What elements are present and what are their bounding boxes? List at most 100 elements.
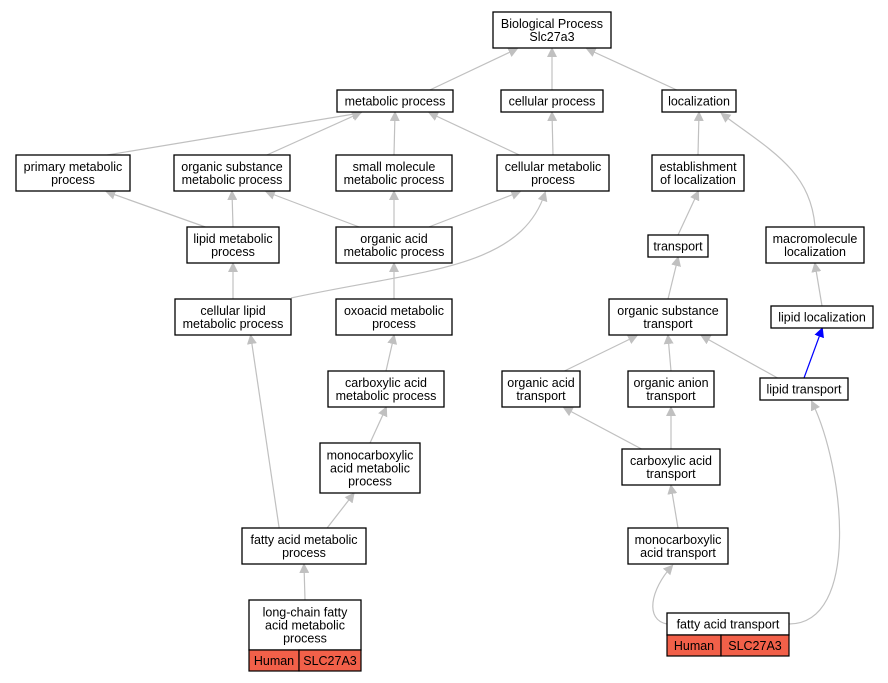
- node-box: [627, 527, 729, 565]
- node-box: [186, 226, 280, 264]
- node-box: [335, 226, 453, 264]
- node-label: lipid metabolic: [193, 232, 272, 246]
- node-label: acid transport: [640, 546, 716, 560]
- node-transport[interactable]: transport: [647, 234, 709, 258]
- node-label: cellular metabolic: [505, 160, 602, 174]
- node-label: long-chain fatty: [263, 606, 349, 620]
- node-label: metabolic process: [182, 173, 283, 187]
- edge-carbmet-to-oxoacid: [385, 334, 398, 372]
- node-box: [335, 154, 453, 192]
- node-box: [770, 305, 874, 329]
- node-label: lipid localization: [778, 311, 866, 325]
- node-box: [327, 370, 445, 408]
- edge-lipidmet-to-orgsub: [227, 190, 238, 228]
- edge-metabolic-to-bp: [429, 47, 519, 91]
- node-label: metabolic process: [336, 389, 437, 403]
- node-cellular[interactable]: cellular process: [500, 89, 604, 113]
- node-metabolic[interactable]: metabolic process: [336, 89, 454, 113]
- node-label: monocarboxylic: [635, 533, 722, 547]
- edge-lipidmet-to-primary: [105, 189, 206, 228]
- edge-celllipid-to-cellmet: [290, 191, 548, 299]
- node-lipidtrans[interactable]: lipid transport: [759, 377, 849, 401]
- node-label: organic anion: [633, 376, 708, 390]
- edges-layer: [105, 47, 841, 625]
- edge-lipidtrans-to-lipidloc: [803, 327, 824, 379]
- node-lipidloc[interactable]: lipid localization: [770, 305, 874, 329]
- node-label: fatty acid metabolic: [251, 533, 358, 547]
- edge-orgacidtrans-to-orgsubtrans: [564, 335, 639, 372]
- node-label: cellular process: [509, 95, 596, 109]
- edge-fattymet-to-monocarbmet: [326, 492, 355, 529]
- edge-macromol-to-localization: [720, 112, 816, 227]
- node-label: establishment: [659, 160, 737, 174]
- node-label: process: [348, 475, 392, 489]
- node-label: organic acid: [507, 376, 574, 390]
- node-label: carboxylic acid: [630, 454, 712, 468]
- node-label: organic substance: [181, 160, 283, 174]
- node-box: [492, 11, 612, 49]
- node-localization[interactable]: localization: [661, 89, 737, 113]
- node-box: [647, 234, 709, 258]
- node-box: [335, 298, 453, 336]
- node-box: [759, 377, 849, 401]
- edge-orgaaniontrans-to-orgsubtrans: [663, 334, 674, 372]
- node-box: [621, 448, 721, 486]
- node-label: metabolic process: [345, 95, 446, 109]
- edge-monocarbtrans-to-carbtrans: [667, 484, 679, 529]
- edge-localization-to-bp: [585, 47, 678, 91]
- edge-orgacidmet-to-cellmet: [428, 190, 522, 228]
- edge-longchain-to-fattymet: [299, 563, 310, 601]
- node-box: [765, 226, 865, 264]
- node-label: of localization: [660, 173, 736, 187]
- node-box: [173, 154, 291, 192]
- node-label: metabolic process: [344, 245, 445, 259]
- edge-lipidloc-to-macromol: [811, 262, 823, 307]
- node-label: localization: [784, 245, 846, 259]
- edge-lipidtrans-to-orgsubtrans: [700, 335, 778, 379]
- species-label: Human: [674, 639, 714, 653]
- node-box: [501, 370, 581, 408]
- node-label: Biological Process: [501, 17, 603, 31]
- edge-orgacidmet-to-orgsub: [264, 190, 360, 228]
- node-label: transport: [646, 467, 696, 481]
- node-box: [248, 599, 362, 651]
- node-box: [627, 370, 715, 408]
- node-box: [661, 89, 737, 113]
- node-box: [608, 298, 728, 336]
- node-label: metabolic process: [344, 173, 445, 187]
- node-label: process: [531, 173, 575, 187]
- node-label: oxoacid metabolic: [344, 304, 444, 318]
- node-box: [241, 527, 367, 565]
- species-label: Human: [254, 654, 294, 668]
- edge-estab-to-localization: [693, 111, 704, 156]
- gene-label: SLC27A3: [303, 654, 357, 668]
- edge-orgsub-to-metabolic: [266, 111, 363, 156]
- edge-orgsubtrans-to-transport: [667, 256, 681, 300]
- edge-fattytrans-to-lipidtrans: [788, 400, 841, 625]
- node-label: acid metabolic: [330, 462, 410, 476]
- node-label: process: [51, 173, 95, 187]
- node-label: transport: [643, 317, 693, 331]
